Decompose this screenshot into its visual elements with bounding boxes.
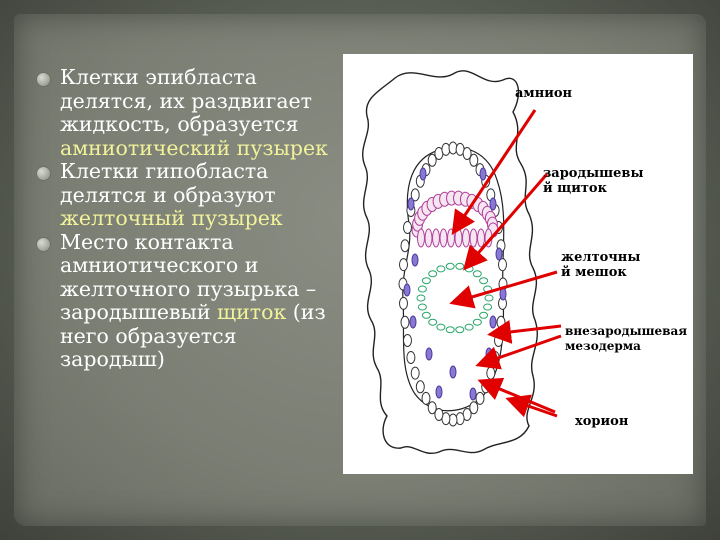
- arrow-mesoderm-2: [475, 334, 562, 370]
- mesoderm-cells: [403, 167, 507, 401]
- yolk-sac-cell: [417, 303, 427, 311]
- trophoblast-cell: [469, 401, 479, 415]
- yolk-sac-cell: [445, 326, 455, 334]
- embryo-diagram-svg: [362, 70, 562, 455]
- trophoblast-cell: [434, 408, 444, 421]
- trophoblast-cell: [400, 239, 410, 253]
- yolk-sac-cells: [416, 262, 494, 334]
- mesoderm-cell: [495, 247, 503, 261]
- bullet-highlight-text: щиток: [217, 300, 287, 324]
- germ-disc-cell: [477, 228, 485, 248]
- yolk-sac-cell: [416, 294, 426, 302]
- bullet-text: Место контакта амниотического и желточно…: [60, 229, 317, 324]
- mesoderm-cell: [485, 347, 493, 361]
- germ-disc-cell: [417, 228, 425, 248]
- trophoblast-cell: [399, 258, 408, 272]
- trophoblast-cell: [406, 351, 416, 364]
- mesoderm-cell: [403, 283, 411, 297]
- mesoderm-cell: [449, 365, 457, 379]
- yolk-sac-cell: [464, 265, 474, 273]
- bullet-text: (из него образуется зародыш): [60, 300, 326, 371]
- mesoderm-cell: [419, 167, 427, 181]
- bullet-text: Клетки эпибласта делятся, их раздвигает …: [60, 65, 313, 136]
- yolk-sac-cell: [417, 285, 427, 293]
- yolk-sac-cell: [479, 277, 489, 285]
- yolk-sac-cell: [484, 294, 494, 302]
- trophoblast-cell: [415, 380, 425, 394]
- yolk-sac-cell: [455, 326, 465, 334]
- yolk-sac-cell: [483, 303, 493, 311]
- arrow-mesoderm-1: [487, 319, 562, 344]
- mesoderm-cell: [489, 315, 497, 329]
- mesoderm-cell: [469, 387, 477, 401]
- mesoderm-cell: [407, 197, 415, 211]
- trophoblast-cell: [469, 153, 479, 167]
- label-amnion: амнион: [515, 86, 573, 101]
- yolk-sac-cell: [479, 311, 489, 319]
- yolk-sac-cell: [472, 270, 482, 278]
- bullet-list: Клетки эпибласта делятся, их раздвигает …: [34, 65, 344, 372]
- bullet-text: Клетки гипобласта делятся и образуют: [60, 159, 276, 207]
- arrow-germ-disc: [463, 173, 549, 271]
- trophoblast-cell: [496, 315, 506, 329]
- yolk-sac-cell: [455, 262, 465, 270]
- yolk-sac-cell: [421, 311, 431, 319]
- trophoblast-cell: [399, 296, 408, 310]
- trophoblast-cell: [486, 366, 496, 380]
- yolk-sac-cell: [436, 323, 446, 331]
- bullet-item: Место контакта амниотического и желточно…: [34, 229, 344, 372]
- arrow-yolk-sac: [449, 270, 558, 309]
- bullet-highlight-text: желточный пузырек: [60, 206, 283, 230]
- trophoblast-cell: [427, 401, 437, 415]
- trophoblast-cell: [410, 188, 420, 202]
- trophoblast-cell: [403, 221, 412, 234]
- bullet-item: Клетки эпибласта делятся, их раздвигает …: [34, 65, 344, 160]
- yolk-sac-cell: [464, 323, 474, 331]
- mesoderm-cell: [425, 347, 433, 361]
- trophoblast-cell: [475, 391, 485, 405]
- trophoblast-cell: [462, 147, 472, 160]
- arrow-amnion: [451, 109, 537, 235]
- trophoblast-cell: [494, 334, 503, 347]
- trophoblast-cell: [427, 153, 437, 167]
- germ-disc-cell: [439, 228, 448, 248]
- germ-disc-cell: [447, 228, 455, 248]
- bullet-item: Клетки гипобласта делятся и образуют жел…: [34, 159, 344, 231]
- germ-disc-cell: [462, 228, 470, 248]
- trophoblast-cell: [410, 366, 420, 380]
- label-mesoderm: внезародышевая мезодерма: [565, 324, 688, 353]
- yolk-sac-cell: [436, 265, 446, 273]
- bullet-dot-icon: [36, 236, 51, 252]
- label-yolk-sac: желточны й мешок: [561, 250, 641, 280]
- trophoblast-cell: [421, 391, 431, 405]
- amnion-cells: [411, 190, 499, 248]
- yolk-sac-cell: [428, 270, 438, 278]
- label-chorion: хорион: [575, 414, 629, 429]
- arrow-chorion-1: [477, 377, 556, 414]
- yolk-sac-cell: [428, 318, 438, 326]
- yolk-sac-cell: [472, 318, 482, 326]
- germ-disc-cell: [424, 228, 433, 248]
- germ-disc-cell: [469, 228, 478, 248]
- mesoderm-cell: [479, 167, 487, 181]
- mesoderm-cell: [435, 385, 443, 399]
- chorion-outline: [362, 70, 538, 455]
- germ-disc-cell: [454, 228, 463, 248]
- bullet-dot-icon: [36, 72, 51, 87]
- trophoblast-cell: [403, 334, 412, 347]
- bullet-highlight-text: амниотический пузырек: [60, 135, 328, 160]
- trophoblast-cell: [498, 258, 507, 272]
- trophoblast-cell: [400, 315, 410, 329]
- yolk-sac-cell: [445, 262, 455, 270]
- mesoderm-cell: [489, 197, 497, 211]
- arrow-chorion-2: [505, 394, 558, 418]
- germ-disc-cell: [432, 228, 440, 248]
- mesoderm-cell: [409, 315, 417, 329]
- bullet-dot-icon: [36, 166, 51, 181]
- embryo-diagram: амнион зародышевы й щиток желточны й меш…: [343, 54, 693, 474]
- yolk-sac-cell: [421, 277, 431, 285]
- mesoderm-cell: [411, 253, 419, 267]
- label-germ-disc: зародышевы й щиток: [543, 166, 644, 196]
